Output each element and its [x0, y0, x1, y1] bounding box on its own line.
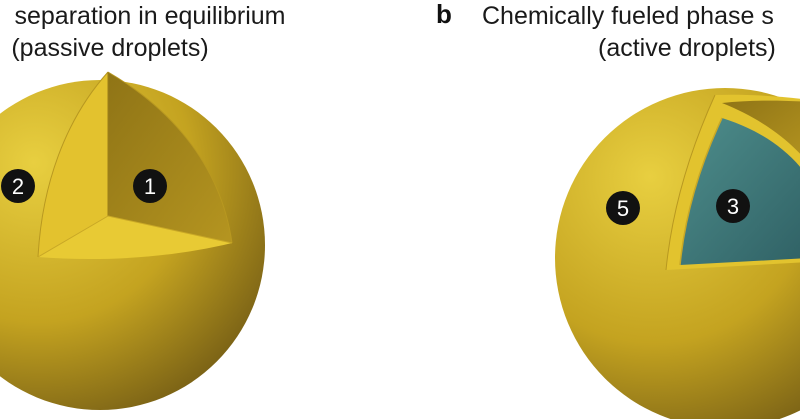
passive-droplet-cut-face-back — [108, 72, 232, 243]
marker-2: 2 — [1, 169, 35, 203]
marker-3-label: 3 — [727, 194, 739, 219]
marker-1: 1 — [133, 169, 167, 203]
marker-3: 3 — [716, 189, 750, 223]
active-droplet: 5 3 — [555, 88, 800, 419]
panel-b-title-line2: (active droplets) — [598, 34, 776, 62]
passive-droplet-cut-face-bottom — [38, 216, 232, 260]
marker-5: 5 — [606, 191, 640, 225]
active-droplet-shell-back — [722, 100, 800, 154]
passive-droplet-cut-face-left — [38, 72, 108, 257]
panel-a-title-line2: (passive droplets) — [11, 34, 208, 62]
panel-b-title-line1: Chemically fueled phase s — [482, 2, 774, 30]
panel-b-letter: b — [436, 0, 452, 29]
marker-5-label: 5 — [617, 196, 629, 221]
passive-droplet: 1 2 — [0, 71, 265, 410]
marker-1-label: 1 — [144, 174, 156, 199]
panel-a-title-line1: separation in equilibrium — [15, 2, 286, 30]
marker-2-label: 2 — [12, 174, 24, 199]
